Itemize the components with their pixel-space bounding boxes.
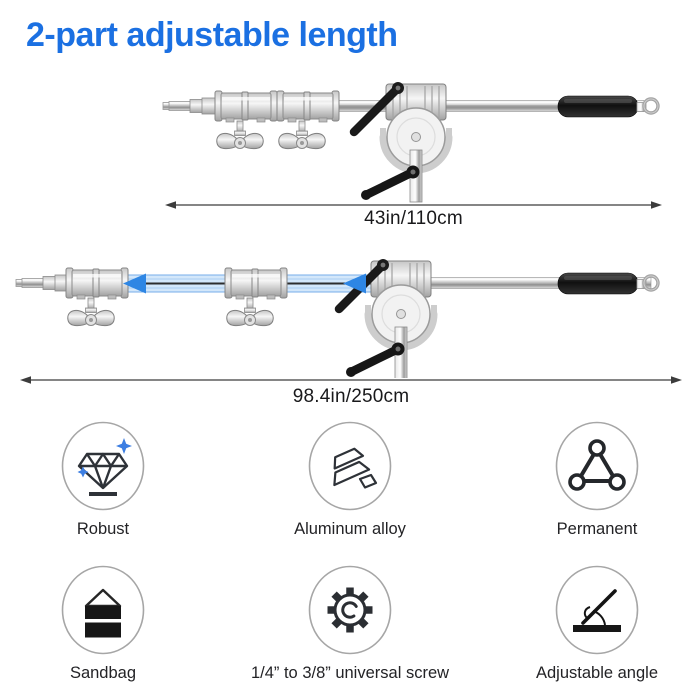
feature-row-2: Sandbag 1/4” to 3/8” universal screw <box>0 565 700 683</box>
boom-extended-illustration <box>15 250 660 378</box>
gear-icon <box>308 565 392 655</box>
foam-grip <box>557 95 639 118</box>
clamp-sleeve <box>65 267 129 300</box>
dimension-arrow-collapsed <box>165 201 662 209</box>
clamp-sleeve <box>214 90 278 123</box>
page-title: 2-part adjustable length <box>26 16 398 54</box>
feature-label: Permanent <box>556 520 638 538</box>
wing-nut <box>226 297 274 327</box>
feature-label: Adjustable angle <box>535 664 658 682</box>
dimension-label-collapsed: 43in/110cm <box>364 208 463 229</box>
boom-collapsed-illustration <box>162 76 660 204</box>
wing-nut <box>67 297 115 327</box>
clamp-sleeve <box>276 90 340 123</box>
triangle-nodes-icon <box>555 421 639 511</box>
feature-label: Aluminum alloy <box>294 520 406 538</box>
angle-icon <box>555 565 639 655</box>
wing-nut <box>278 120 326 150</box>
dimension-arrow-extended <box>20 376 682 384</box>
extend-arrow-left-icon <box>123 273 146 294</box>
feature-sandbag: Sandbag <box>18 565 188 683</box>
feature-permanent: Permanent <box>512 421 682 539</box>
wing-nut <box>216 120 264 150</box>
ingots-icon <box>308 421 392 511</box>
grip-head <box>354 82 449 202</box>
feature-aluminum: Aluminum alloy <box>265 421 435 539</box>
diamond-icon <box>61 421 145 511</box>
spigot-tip <box>15 274 69 292</box>
clamp-sleeve <box>224 267 288 300</box>
extend-arrow-mid-icon <box>343 273 366 294</box>
feature-adjustable-angle: Adjustable angle <box>512 565 682 683</box>
foam-grip <box>557 272 639 295</box>
feature-robust: Robust <box>18 421 188 539</box>
feature-label: Robust <box>76 520 130 538</box>
spigot-tip <box>162 97 216 115</box>
feature-universal-screw: 1/4” to 3/8” universal screw <box>251 565 449 683</box>
feature-row-1: Robust Aluminum alloy Permanent <box>0 421 700 539</box>
sandbag-icon <box>61 565 145 655</box>
dimension-label-extended: 98.4in/250cm <box>292 386 410 407</box>
feature-label: Sandbag <box>69 664 137 682</box>
feature-label: 1/4” to 3/8” universal screw <box>250 664 450 682</box>
